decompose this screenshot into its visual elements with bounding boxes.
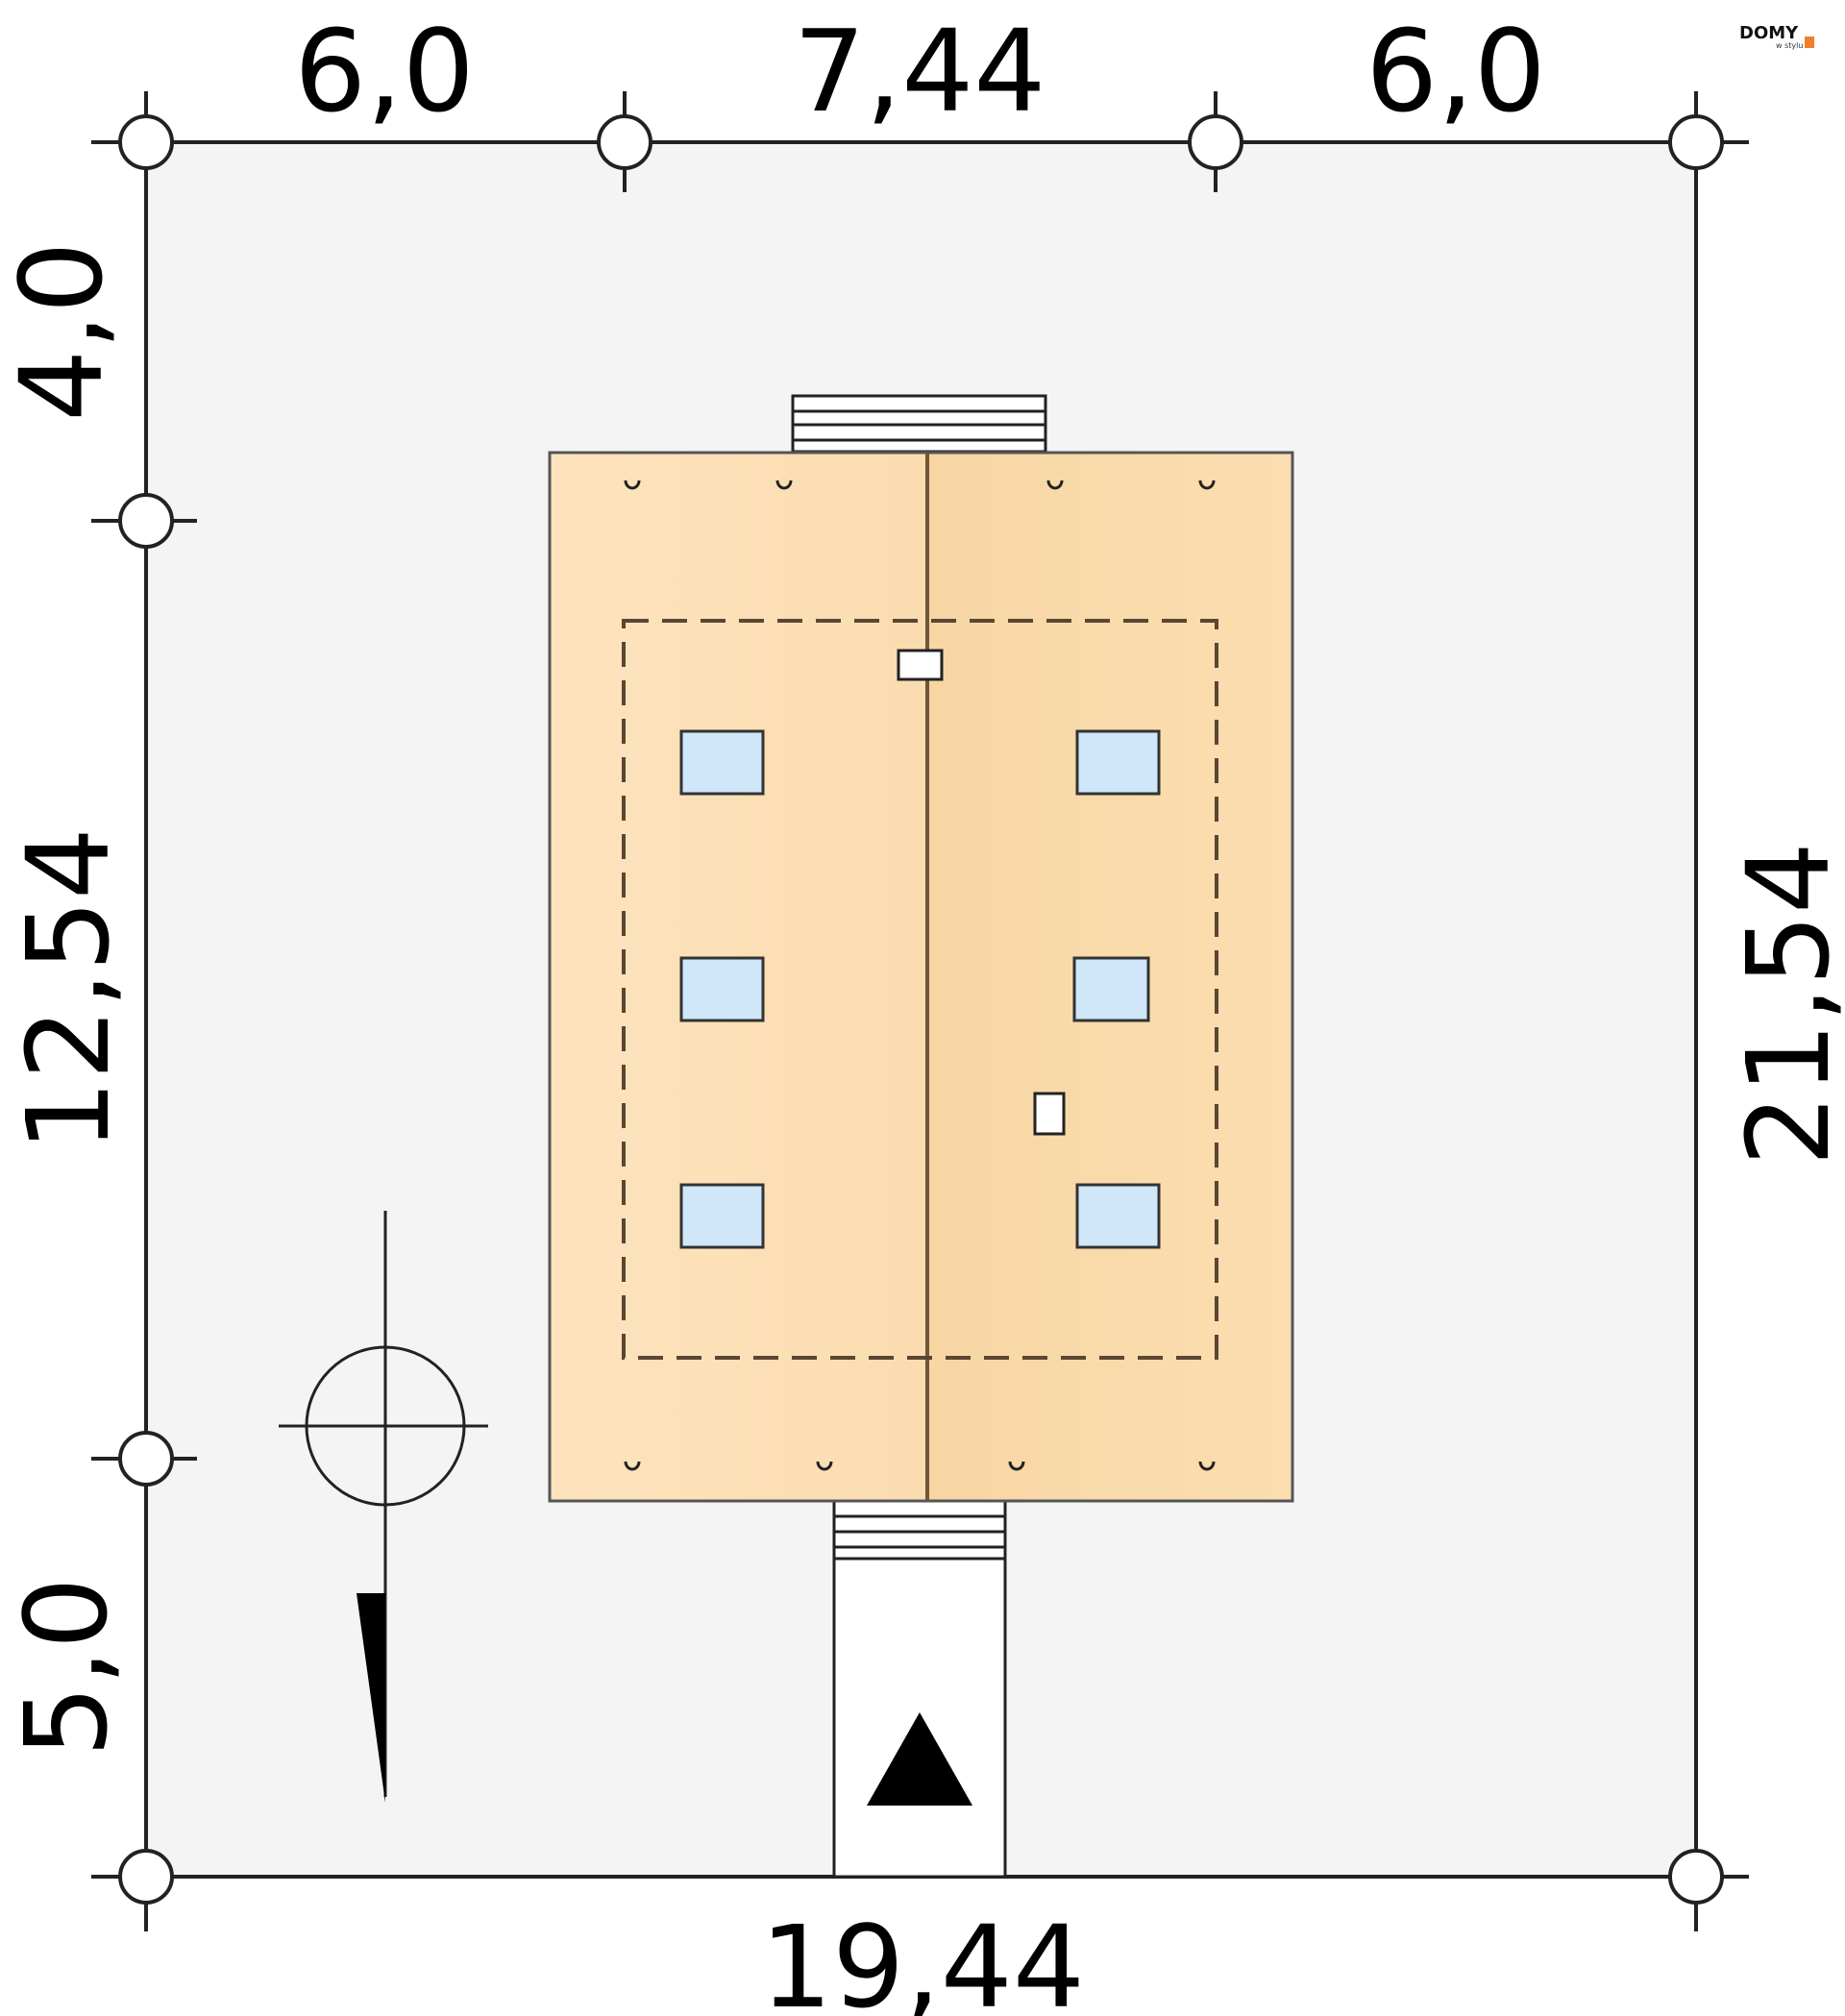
roof-window (679, 956, 765, 1022)
gutter-hook-icon (1198, 479, 1216, 490)
roof-window (1072, 956, 1150, 1022)
axis-marker (118, 1431, 174, 1487)
vent (1033, 1092, 1066, 1136)
gutter-hook-icon (1198, 1461, 1216, 1471)
dim-top-left: 6,0 (294, 5, 475, 137)
roof-window (1075, 1183, 1161, 1249)
rear-steps (791, 394, 1047, 454)
brand-accent-square (1805, 37, 1814, 48)
svg-text:DOMY: DOMY (1739, 23, 1799, 43)
gutter-hook-icon (775, 479, 793, 490)
dim-top-middle: 7,44 (794, 5, 1046, 137)
brand-logo: DOMY w stylu (1739, 23, 1814, 50)
entrance-arrow-icon (867, 1712, 972, 1806)
axis-marker (118, 493, 174, 549)
gutter-hook-icon (816, 1461, 833, 1471)
roof-window (679, 729, 765, 796)
gutter-hook-icon (1008, 1461, 1025, 1471)
dim-left-top: 4,0 (0, 241, 128, 422)
gutter-hook-icon (1046, 479, 1064, 490)
axis-marker (1668, 114, 1724, 170)
north-arrow-icon (279, 1211, 488, 1803)
dim-top-right: 6,0 (1365, 5, 1546, 137)
gutter-hook-icon (624, 1461, 641, 1471)
dim-left-middle: 12,54 (2, 827, 135, 1152)
axis-marker (1668, 1849, 1724, 1905)
svg-text:w stylu: w stylu (1776, 41, 1803, 50)
front-path (832, 1499, 1007, 1879)
dim-left-bottom: 5,0 (0, 1577, 133, 1758)
gutter-hooks (624, 479, 1216, 1471)
gutter-hook-icon (624, 479, 641, 490)
dim-right-total: 21,54 (1722, 842, 1845, 1167)
chimney (897, 649, 944, 681)
axis-marker (118, 114, 174, 170)
house-roof (548, 451, 1294, 1503)
roof-windows (679, 729, 1161, 1249)
roof-window (1075, 729, 1161, 796)
axis-marker (597, 114, 652, 170)
dim-bottom-total: 19,44 (760, 1901, 1085, 2016)
wall-outline (622, 619, 1218, 1360)
axis-marker (118, 1849, 174, 1905)
roof-window (679, 1183, 765, 1249)
axis-markers (118, 114, 1724, 1905)
axis-marker (1188, 114, 1243, 170)
